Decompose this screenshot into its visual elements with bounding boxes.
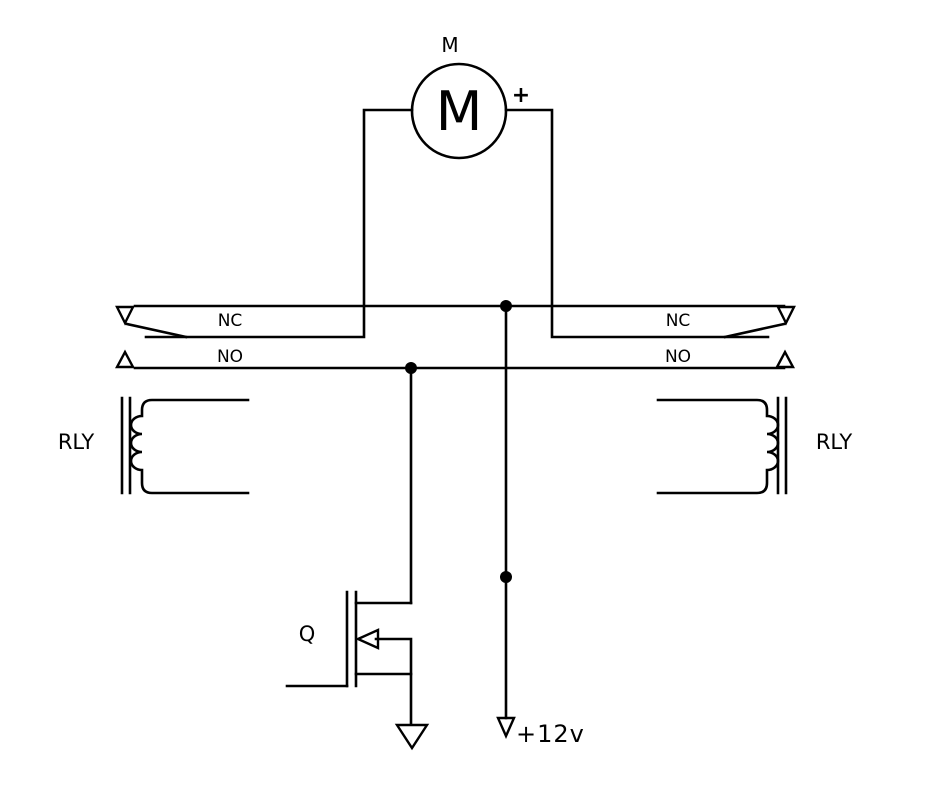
mosfet-arrow <box>355 628 380 650</box>
relay-left-contacts: NC NO <box>115 305 243 369</box>
relay-coil-right-icon <box>656 398 780 495</box>
mosfet-source-lead <box>354 672 413 726</box>
motor-left-lead <box>144 108 414 339</box>
motor-right-lead <box>504 108 770 339</box>
junction-no-drain <box>405 362 417 374</box>
ground-icon <box>394 723 430 751</box>
relay-left-ref-label: RLY <box>58 430 95 454</box>
nc-label-right: NC <box>666 311 691 331</box>
motor-ref-label: M <box>441 33 458 57</box>
motor-polarity-label: + <box>512 83 530 108</box>
relay-right-coil: RLY <box>656 396 853 495</box>
nc-contact-right-icon <box>776 305 796 326</box>
relay-right-ref-label: RLY <box>816 430 853 454</box>
motor: M M + <box>410 33 530 160</box>
switch-arm-left <box>125 322 188 339</box>
junction-supply-mid <box>500 571 512 583</box>
relay-coil-left-icon <box>129 398 250 495</box>
relay-right-contacts: NC NO <box>665 305 796 369</box>
relay-left-coil: RLY <box>58 396 250 495</box>
supply-label: +12v <box>516 720 585 748</box>
motor-symbol-label: M <box>436 80 483 143</box>
switch-arm-right <box>723 322 786 339</box>
mosfet-icon: Q <box>285 590 413 726</box>
no-label-left: NO <box>217 347 243 367</box>
nc-label-left: NC <box>218 311 243 331</box>
no-contact-left-icon <box>115 349 135 369</box>
transistor-ref-label: Q <box>299 622 316 646</box>
supply-arrow-icon <box>496 716 516 739</box>
junction-nc-supply <box>500 300 512 312</box>
no-label-right: NO <box>665 347 691 367</box>
mosfet-body-lead <box>374 637 413 676</box>
nc-contact-left-icon <box>115 305 135 326</box>
no-contact-right-icon <box>775 349 795 369</box>
